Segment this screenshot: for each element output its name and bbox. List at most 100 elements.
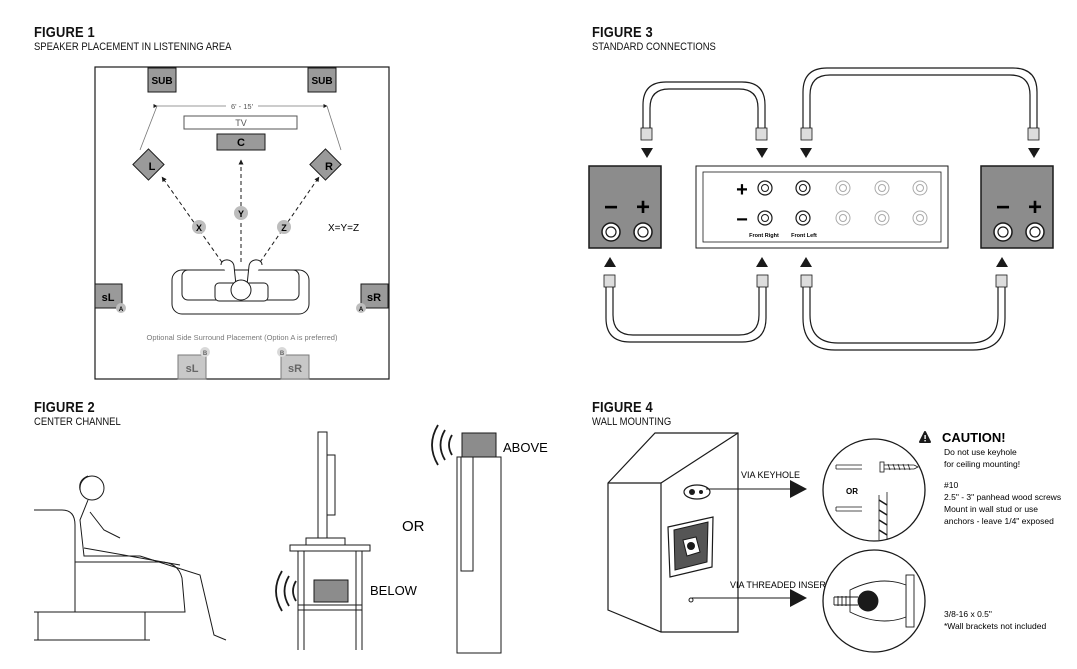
cabinet-hole (688, 597, 694, 603)
above-label: ABOVE (503, 440, 548, 455)
tv-tower (456, 456, 502, 654)
sub-left-label: SUB (151, 76, 172, 87)
via-threaded-label: VIA THREADED INSERT (730, 580, 832, 590)
left-speaker (132, 148, 165, 181)
dash-line-x (161, 176, 227, 269)
surround-left-speaker (94, 283, 123, 309)
x-marker (192, 220, 206, 234)
top-wires (642, 67, 1038, 140)
screw-spec-1: #10 (944, 480, 958, 490)
sound-waves-above-icon (431, 424, 453, 466)
insert-spec-2: *Wall brackets not included (944, 621, 1046, 631)
receiver-minus: − (736, 209, 748, 231)
option-a-left-marker (116, 303, 126, 313)
right-speaker (309, 148, 342, 181)
right-speaker-minus-post (993, 222, 1013, 242)
caution-heading: CAUTION! (942, 430, 1006, 445)
left-label: L (149, 161, 156, 173)
screw-spec-3: Mount in wall stud or use (944, 504, 1038, 514)
figure4-subtitle: WALL MOUNTING (592, 416, 672, 428)
insert-arrow-head (790, 589, 807, 607)
front-left-label: Front Left (791, 233, 817, 239)
center-speaker-below (313, 579, 349, 603)
right-speaker-minus: − (996, 194, 1010, 221)
tv-label: TV (235, 118, 247, 128)
screw-spec-4: anchors - leave 1/4" exposed (944, 516, 1054, 526)
left-speaker-plus: + (636, 194, 650, 221)
screw-illustrations (835, 461, 919, 540)
alt-surround-right-speaker (280, 354, 310, 380)
armchair-with-listener (34, 475, 227, 641)
connection-arrows (604, 148, 1040, 267)
equation-label: X=Y=Z (328, 223, 359, 234)
screw-spec-2: 2.5" - 3" panhead wood screws (944, 492, 1061, 502)
option-b-left-marker (200, 347, 210, 357)
keyhole-or-label: OR (846, 487, 858, 496)
figure2-title: FIGURE 2 (34, 399, 95, 416)
option-a-right-marker (356, 303, 366, 313)
figure1-subtitle: SPEAKER PLACEMENT IN LISTENING AREA (34, 41, 232, 53)
alt-surround-left-label: sL (186, 363, 199, 375)
option-b-right-label: B (280, 351, 285, 357)
option-b-left-label: B (203, 351, 208, 357)
option-b-right-marker (277, 347, 287, 357)
left-speaker-minus: − (604, 194, 618, 221)
left-angle-line (139, 105, 158, 151)
center-speaker (216, 133, 266, 151)
figure3-title: FIGURE 3 (592, 24, 653, 41)
y-label: Y (238, 209, 244, 219)
sub-right-label: SUB (311, 76, 332, 87)
x-label: X (196, 223, 202, 233)
dash-line-z (255, 176, 320, 269)
receiver-panel-inner (702, 171, 942, 243)
figure4-title: FIGURE 4 (592, 399, 653, 416)
via-keyhole-label: VIA KEYHOLE (741, 470, 800, 480)
figure1-title: FIGURE 1 (34, 24, 95, 41)
front-right-label: Front Right (749, 233, 779, 239)
alt-surround-right-label: sR (288, 363, 302, 375)
receiver-binding-posts (757, 180, 928, 226)
surround-right-label: sR (367, 292, 381, 304)
figure2-subtitle: CENTER CHANNEL (34, 416, 121, 428)
couch (171, 259, 310, 315)
sound-waves-below-icon (275, 570, 297, 612)
tv-on-stand (289, 431, 371, 650)
caution-line-1: Do not use keyhole (944, 447, 1017, 457)
optional-placement-note: Optional Side Surround Placement (Option… (147, 333, 338, 342)
option-a-right-label: A (359, 307, 364, 313)
z-label: Z (281, 223, 287, 233)
right-speaker-plus: + (1028, 194, 1042, 221)
surround-right-speaker (360, 283, 389, 309)
right-speaker-plus-post (1025, 222, 1045, 242)
right-angle-line (326, 105, 342, 151)
tv-box (183, 115, 298, 130)
caution-line-2: for ceiling mounting! (944, 459, 1020, 469)
distance-label-bg (226, 101, 258, 111)
keyhole-slot (683, 484, 711, 500)
below-label: BELOW (370, 583, 418, 598)
figure3-subtitle: STANDARD CONNECTIONS (592, 41, 716, 53)
alt-surround-left-speaker (177, 354, 207, 380)
subwoofer-right (307, 67, 337, 93)
wire-tips (603, 127, 1040, 288)
bottom-wires (605, 275, 1006, 351)
keyhole-arrow-head (790, 480, 807, 498)
surround-left-label: sL (102, 292, 115, 304)
left-speaker-plus-post (633, 222, 653, 242)
distance-label: 6' - 15' (231, 102, 254, 111)
insert-spec-1: 3/8-16 x 0.5" (944, 609, 992, 619)
figure2-or-label: OR (402, 518, 425, 535)
subwoofer-left (147, 67, 177, 93)
center-label: C (237, 137, 245, 149)
z-marker (277, 220, 291, 234)
y-marker (234, 206, 248, 220)
keyhole-detail-circle (822, 438, 926, 542)
option-a-left-label: A (119, 307, 124, 313)
room-outline (94, 66, 390, 380)
wall-bracket-illustration (833, 574, 915, 628)
right-label: R (325, 161, 333, 173)
